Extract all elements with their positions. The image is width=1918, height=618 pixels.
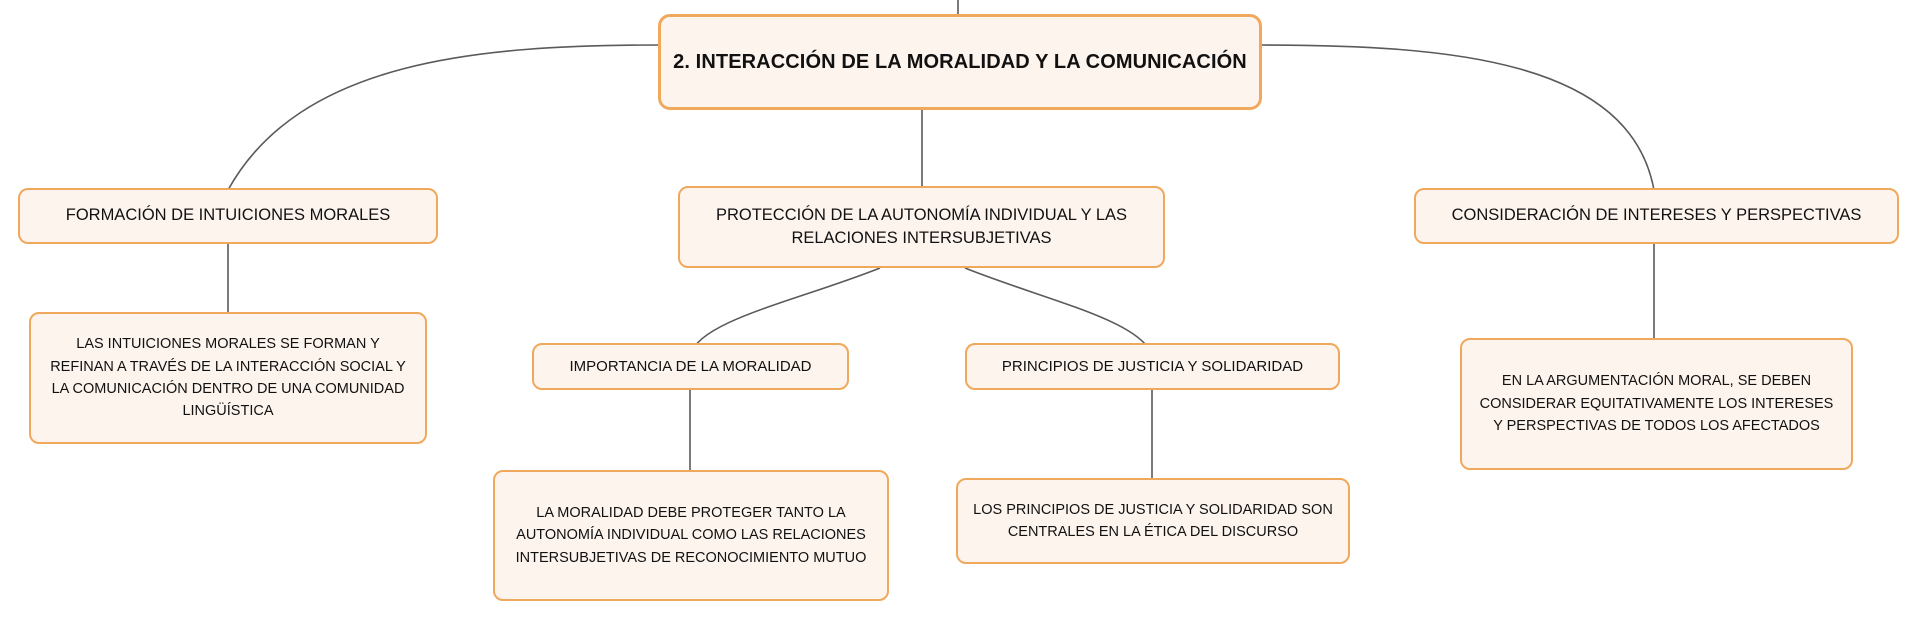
root-node-label: 2. INTERACCIÓN DE LA MORALIDAD Y LA COMU… (673, 50, 1247, 73)
leaf-node-consideracion-intereses[interactable]: EN LA ARGUMENTACIÓN MORAL, SE DEBEN CONS… (1460, 338, 1853, 470)
root-node[interactable]: 2. INTERACCIÓN DE LA MORALIDAD Y LA COMU… (658, 14, 1262, 110)
leaf-node-importancia-moralidad[interactable]: LA MORALIDAD DEBE PROTEGER TANTO LA AUTO… (493, 470, 889, 601)
branch-node-label: CONSIDERACIÓN DE INTERESES Y PERSPECTIVA… (1451, 206, 1862, 225)
branch-node-consideracion-intereses[interactable]: CONSIDERACIÓN DE INTERESES Y PERSPECTIVA… (1414, 188, 1899, 244)
sub-node-principios-justicia-solidaridad[interactable]: PRINCIPIOS DE JUSTICIA Y SOLIDARIDAD (965, 343, 1340, 390)
leaf-node-text: EN LA ARGUMENTACIÓN MORAL, SE DEBEN CONS… (1479, 373, 1834, 435)
sub-node-importancia-moralidad[interactable]: IMPORTANCIA DE LA MORALIDAD (532, 343, 849, 390)
branch-node-label: FORMACIÓN DE INTUICIONES MORALES (65, 206, 391, 225)
branch-node-proteccion-autonomia[interactable]: PROTECCIÓN DE LA AUTONOMÍA INDIVIDUAL Y … (678, 186, 1165, 268)
leaf-node-text: LAS INTUICIONES MORALES SE FORMAN Y REFI… (50, 336, 406, 420)
connector-root-to-branch-left (227, 44, 661, 191)
sub-node-label: IMPORTANCIA DE LA MORALIDAD (569, 357, 812, 375)
leaf-node-text: LA MORALIDAD DEBE PROTEGER TANTO LA AUTO… (515, 504, 867, 566)
leaf-node-principios-justicia-solidaridad[interactable]: LOS PRINCIPIOS DE JUSTICIA Y SOLIDARIDAD… (956, 478, 1350, 564)
branch-node-label: PROTECCIÓN DE LA AUTONOMÍA INDIVIDUAL Y … (715, 205, 1128, 247)
connector-root-to-branch-right (1259, 44, 1655, 191)
connector-branch-center-to-sub-1 (689, 267, 881, 356)
branch-node-formacion-intuiciones-morales[interactable]: FORMACIÓN DE INTUICIONES MORALES (18, 188, 438, 244)
sub-node-label: PRINCIPIOS DE JUSTICIA Y SOLIDARIDAD (1001, 357, 1304, 375)
connector-branch-center-to-sub-2 (964, 267, 1153, 356)
leaf-node-intuiciones-morales[interactable]: LAS INTUICIONES MORALES SE FORMAN Y REFI… (29, 312, 427, 444)
leaf-node-text: LOS PRINCIPIOS DE JUSTICIA Y SOLIDARIDAD… (973, 501, 1333, 540)
